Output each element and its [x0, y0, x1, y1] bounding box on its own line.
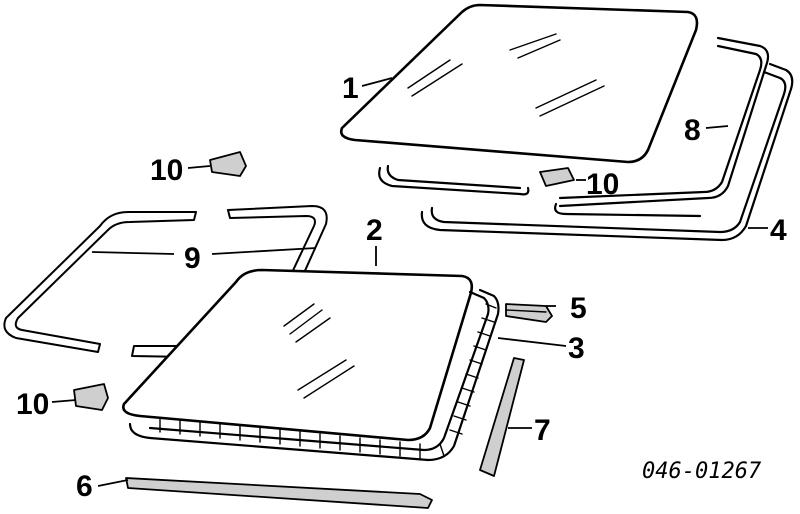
windshield-glass-part-2: [122, 268, 474, 442]
rear-weatherstrip-part-4: [420, 62, 794, 242]
callout-10-left-bottom: 10: [16, 388, 49, 421]
part-code: 046-01267: [642, 459, 762, 484]
callout-1: 1: [342, 72, 359, 105]
callout-6: 6: [76, 470, 93, 503]
windshield-weatherstrip-part-3: [128, 288, 500, 462]
callout-8: 8: [684, 114, 701, 147]
pillar-molding-part-7: [479, 357, 525, 477]
callout-7: 7: [534, 414, 551, 447]
callout-10-right: 10: [586, 168, 619, 201]
rear-glass-part-1: [340, 3, 699, 164]
clip-part-10-left-bottom: [73, 383, 109, 411]
clip-part-10-left-top: [209, 151, 247, 177]
callout-3: 3: [568, 332, 585, 365]
callout-5: 5: [570, 292, 587, 325]
fastener-part-5: [505, 303, 553, 323]
clip-part-10-rear: [539, 167, 575, 187]
callout-9: 9: [184, 242, 201, 275]
lower-molding-part-6: [125, 477, 433, 509]
leader-lines: [51, 77, 768, 487]
callout-4: 4: [770, 214, 787, 247]
callout-2: 2: [366, 214, 383, 247]
rear-molding-part-8: [378, 36, 770, 208]
callout-10-left-top: 10: [150, 154, 183, 187]
